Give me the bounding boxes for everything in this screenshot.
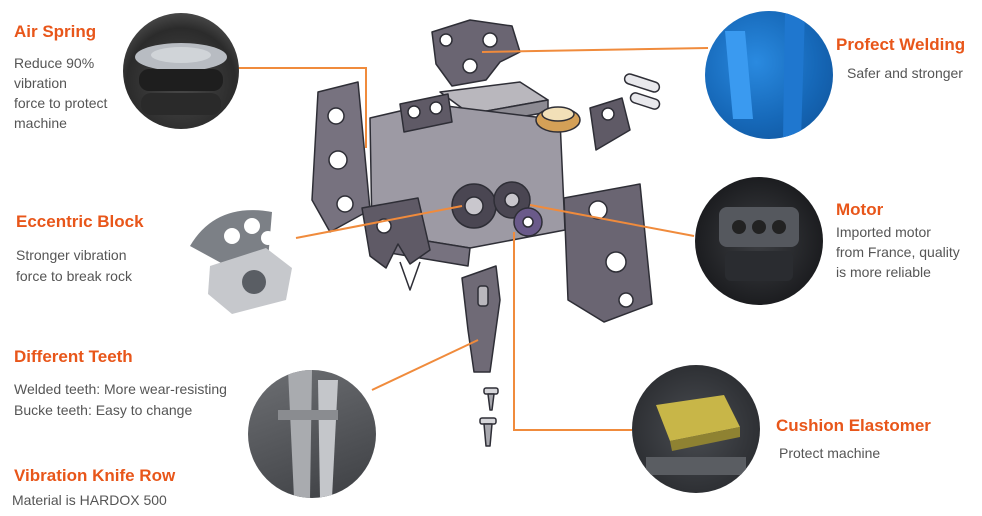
eccentric-block-title: Eccentric Block <box>16 212 144 231</box>
teeth-leader-line <box>371 339 479 391</box>
motor-desc-line: Imported motor <box>836 224 931 240</box>
welding-desc-line: Safer and stronger <box>847 65 963 81</box>
motor-photo <box>695 177 823 305</box>
different-teeth-desc: Welded teeth: More wear-resisting Bucke … <box>14 379 227 421</box>
motor-title: Motor <box>836 200 884 219</box>
air-spring-desc-line: Reduce 90% <box>14 55 95 71</box>
cushion-photo <box>632 365 760 493</box>
eccentric-block-desc: Stronger vibration force to break rock <box>16 245 132 287</box>
air-spring-desc: Reduce 90% vibration force to protect ma… <box>14 53 107 133</box>
welding-leader-line <box>481 47 709 53</box>
motor-desc-line: from France, quality <box>836 244 960 260</box>
different-teeth-desc-line: Welded teeth: More wear-resisting <box>14 381 227 397</box>
eccentric-block-desc-line: force to break rock <box>16 268 132 284</box>
knife-row-desc-line: Material is HARDOX 500 <box>12 492 167 508</box>
air-spring-desc-line: force to protect <box>14 95 108 111</box>
leader-lines <box>233 47 709 431</box>
cushion-desc-line: Protect machine <box>779 445 881 461</box>
eccentric-block-desc-line: Stronger vibration <box>16 247 127 263</box>
cushion-desc: Protect machine <box>779 443 880 463</box>
motor-desc-line: is more reliable <box>836 264 931 280</box>
cushion-title: Cushion Elastomer <box>776 416 931 435</box>
air-spring-desc-line: vibration <box>14 75 67 91</box>
air-spring-desc-line: machine <box>14 115 67 131</box>
different-teeth-desc-line: Bucke teeth: Easy to change <box>14 402 193 418</box>
air-spring-photo <box>123 13 239 129</box>
different-teeth-title: Different Teeth <box>14 347 133 366</box>
cushion-leader-line <box>513 232 632 431</box>
welding-title: Profect Welding <box>836 35 966 54</box>
motor-desc: Imported motor from France, quality is m… <box>836 222 960 282</box>
welding-desc: Safer and stronger <box>847 63 963 83</box>
motor-leader-line <box>529 204 695 237</box>
air-spring-title: Air Spring <box>14 22 97 41</box>
teeth-photo <box>248 370 376 498</box>
knife-row-desc: Material is HARDOX 500 <box>12 490 167 510</box>
air-spring-leader-line <box>233 67 367 148</box>
eccentric-block-leader-line <box>295 205 463 239</box>
knife-row-title: Vibration Knife Row <box>14 466 176 485</box>
eccentric-block-photo <box>176 196 298 314</box>
exploded-parts <box>311 19 661 447</box>
welding-photo <box>705 11 833 139</box>
